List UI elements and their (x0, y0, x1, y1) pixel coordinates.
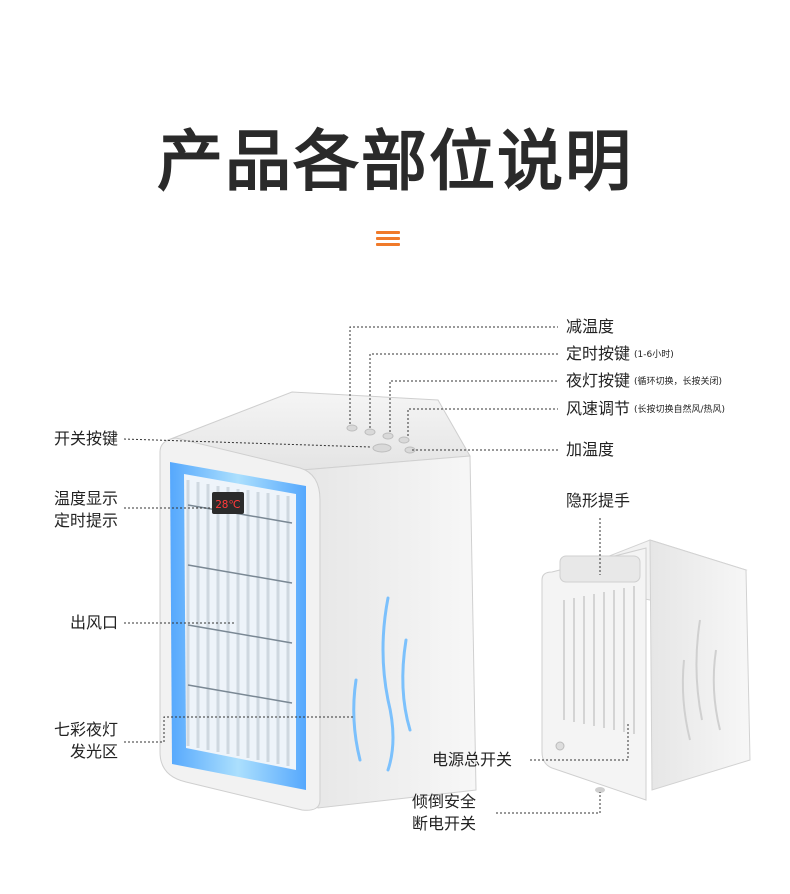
label-decrease-temp: 减温度 (566, 317, 615, 336)
fan-speed-note: (长按切换自然风/热风) (634, 405, 726, 415)
label-air-outlet: 出风口 (69, 613, 118, 632)
timer-note: (1-6小时) (634, 350, 674, 360)
label-power-key: 开关按键 (53, 429, 118, 448)
label-night-light-key: 夜灯按键(循环切换，长按关闭) (566, 371, 723, 390)
timer-button[interactable] (364, 428, 376, 436)
decrease-temp-button[interactable] (346, 424, 358, 432)
label-colorful-light-2: 发光区 (69, 742, 118, 761)
main-power-switch[interactable] (555, 741, 565, 751)
fan-speed-button[interactable] (398, 436, 410, 444)
temperature-display (212, 492, 244, 514)
label-fan-speed: 风速调节(长按切换自然风/热风) (566, 399, 726, 418)
label-tilt-safety-1: 倾倒安全 (412, 792, 477, 811)
night-light-button[interactable] (382, 432, 394, 440)
tilt-switch (595, 787, 605, 793)
label-temp-display-1: 温度显示 (53, 489, 118, 508)
display-readout: 28℃ (215, 498, 241, 511)
label-tilt-safety-2: 断电开关 (412, 814, 477, 833)
power-button[interactable] (372, 443, 392, 453)
menu-icon (376, 229, 400, 247)
main-heater: 28℃ (159, 391, 477, 811)
label-main-power: 电源总开关 (432, 750, 513, 769)
label-increase-temp: 加温度 (566, 440, 615, 459)
label-timer-key: 定时按键(1-6小时) (566, 344, 674, 363)
label-colorful-light-1: 七彩夜灯 (53, 720, 118, 739)
leader-lines (123, 326, 629, 814)
label-hidden-handle: 隐形提手 (566, 491, 631, 510)
night-light-note: (循环切换，长按关闭) (634, 377, 723, 387)
rear-heater (541, 539, 751, 801)
page-title: 产品各部位说明 (157, 123, 633, 200)
increase-temp-button[interactable] (404, 446, 416, 454)
label-temp-display-2: 定时提示 (53, 511, 118, 530)
